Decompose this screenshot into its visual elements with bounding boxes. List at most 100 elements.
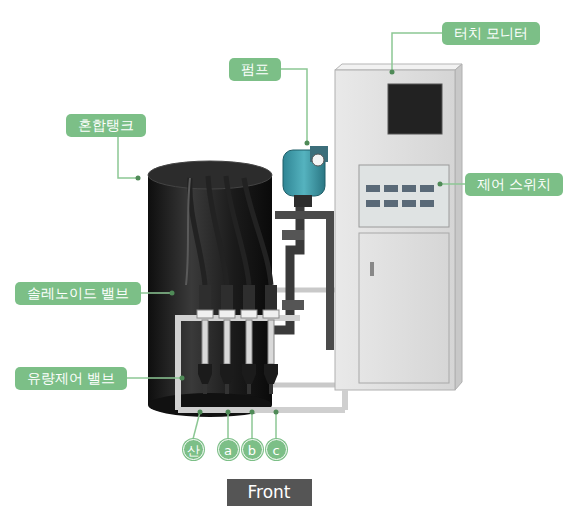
- leader-dot: [438, 182, 443, 187]
- flow-tubes: [202, 320, 274, 364]
- control-cabinet: [388, 84, 442, 134]
- label-text: 솔레노이드 밸브: [27, 282, 129, 305]
- hoses: [190, 178, 205, 285]
- leader-dot: [250, 410, 255, 415]
- control-cabinet: [455, 64, 462, 390]
- callout-label: 펌프: [229, 58, 281, 81]
- leader-line: [227, 412, 229, 439]
- frame-back: [270, 383, 345, 388]
- flow-control-valves: [198, 364, 278, 394]
- frame-front: [175, 318, 181, 410]
- pump: [312, 154, 324, 166]
- callout-circle: a: [218, 439, 239, 460]
- control-cabinet: [359, 165, 449, 227]
- control-cabinet: [402, 200, 416, 207]
- callout-circle: c: [266, 439, 287, 460]
- solenoid-valves: [221, 285, 233, 311]
- label-text: b: [243, 440, 262, 461]
- control-cabinet: [335, 70, 455, 390]
- leader-line: [80, 33, 510, 439]
- hoses: [186, 178, 190, 285]
- mixing-tank: [148, 175, 272, 405]
- solenoid-valves: [219, 310, 235, 318]
- control-cabinet: [384, 200, 398, 207]
- pump-piping: [282, 300, 304, 310]
- frame-front: [175, 315, 300, 321]
- callout-circle: 산: [183, 439, 204, 460]
- control-cabinet: [366, 185, 380, 192]
- solenoid-valves: [197, 285, 279, 318]
- flow-tubes: [202, 320, 208, 364]
- control-cabinet: [335, 64, 462, 390]
- label-text: 유량제어 밸브: [27, 367, 115, 390]
- control-cabinet: [366, 200, 380, 207]
- flow-control-valves: [198, 364, 212, 384]
- flow-control-valves: [269, 384, 273, 394]
- control-cabinet: [384, 185, 398, 192]
- label-text: a: [219, 440, 238, 461]
- flow-tubes: [224, 320, 230, 364]
- mixing-tank: [148, 393, 272, 417]
- hoses: [244, 178, 271, 285]
- hoses: [208, 176, 227, 285]
- leader-line: [251, 412, 253, 439]
- label-text: Front: [248, 479, 291, 506]
- flow-tubes: [246, 320, 252, 364]
- control-cabinet: [359, 233, 449, 383]
- control-cabinet: [370, 262, 374, 276]
- solenoid-valves: [241, 310, 257, 318]
- leader-dot: [198, 410, 203, 415]
- callout-label: 솔레노이드 밸브: [15, 282, 141, 305]
- label-text: 펌프: [241, 58, 269, 81]
- callout-label: 혼합탱크: [66, 114, 146, 137]
- callout-circle: b: [242, 439, 263, 460]
- pump: [294, 195, 312, 207]
- flow-control-valves: [220, 364, 234, 384]
- pump-piping: [282, 230, 304, 240]
- solenoid-valves: [265, 285, 277, 311]
- pump-piping: [275, 215, 330, 350]
- leader-line: [193, 412, 200, 439]
- flow-control-valves: [247, 384, 251, 394]
- view-label: Front: [227, 479, 312, 506]
- callout-label: 제어 스위치: [465, 173, 563, 196]
- leader-line: [275, 412, 277, 439]
- leader-dot: [390, 70, 395, 75]
- leader-dot: [170, 291, 175, 296]
- pump: [283, 146, 328, 207]
- leader-dot: [305, 141, 310, 146]
- frame-front: [342, 390, 348, 410]
- flow-control-valves: [264, 364, 278, 384]
- leader-dot: [136, 70, 443, 415]
- pump-piping: [270, 195, 330, 350]
- control-cabinet: [335, 64, 462, 70]
- solenoid-valves: [243, 285, 255, 311]
- solenoid-valves: [197, 310, 213, 318]
- flow-control-valves: [242, 364, 256, 384]
- frame-front: [178, 407, 345, 413]
- control-cabinet: [420, 200, 434, 207]
- label-text: 혼합탱크: [78, 114, 134, 137]
- flow-control-valves: [225, 384, 229, 394]
- label-text: 제어 스위치: [477, 173, 551, 196]
- frame-front: [175, 318, 345, 410]
- label-text: 산: [184, 440, 203, 461]
- flow-control-valves: [203, 384, 207, 394]
- callout-label: 유량제어 밸브: [15, 367, 127, 390]
- leader-dot: [136, 176, 141, 181]
- flow-tubes: [268, 320, 274, 364]
- control-cabinet: [402, 185, 416, 192]
- hoses: [186, 176, 271, 285]
- label-text: 터치 모니터: [454, 22, 528, 45]
- solenoid-valves: [199, 285, 211, 311]
- callout-label: 터치 모니터: [442, 22, 540, 45]
- solenoid-valves: [263, 310, 279, 318]
- leader-dot: [226, 410, 231, 415]
- leader-dot: [274, 410, 279, 415]
- control-cabinet: [420, 185, 434, 192]
- label-text: c: [267, 440, 286, 461]
- leader-dot: [180, 376, 185, 381]
- pump: [283, 150, 325, 196]
